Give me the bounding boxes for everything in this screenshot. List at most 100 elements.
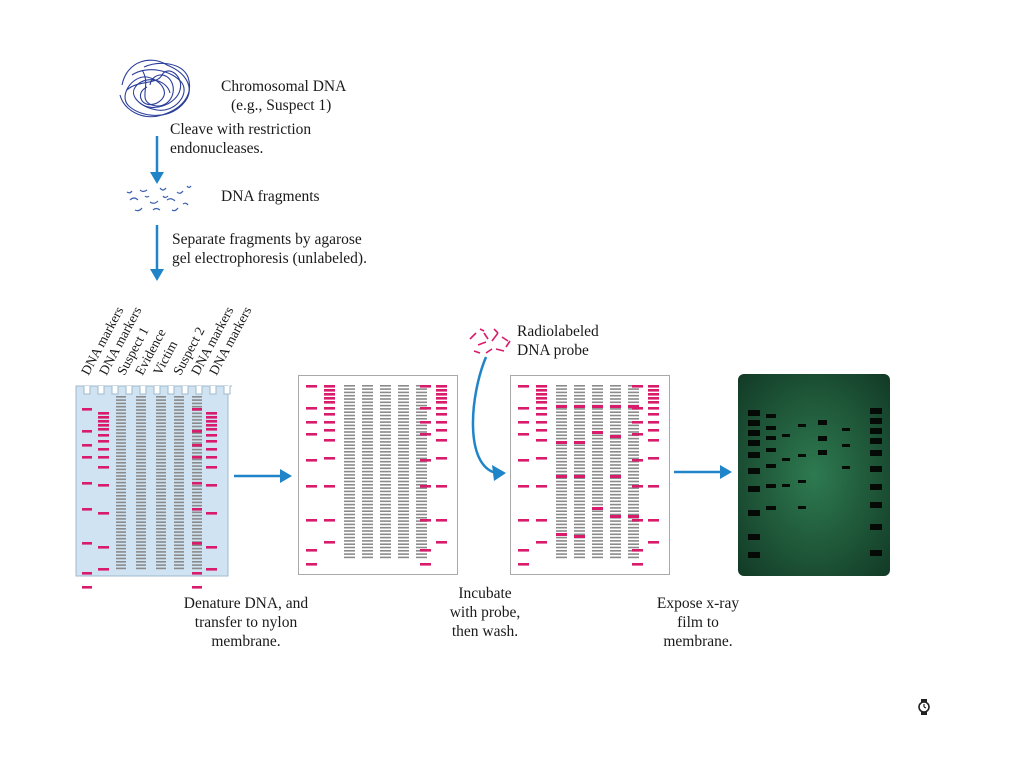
smear-line [416, 487, 427, 489]
smear-line [116, 429, 126, 431]
smear-line [136, 561, 146, 563]
smear-line [116, 465, 126, 467]
smear-line [628, 401, 639, 404]
smear-line [574, 490, 585, 493]
smear-line [136, 475, 146, 477]
smear-line [344, 414, 355, 417]
smear-line [398, 484, 409, 486]
smear-line [136, 518, 146, 520]
smear-line [416, 474, 427, 476]
smear-line [380, 484, 391, 486]
marker-band [306, 433, 317, 436]
smear-line [174, 491, 184, 494]
smear-line [192, 528, 202, 530]
smear-line [156, 442, 166, 444]
smear-line [574, 394, 585, 397]
smear-line [610, 546, 621, 549]
marker-band [632, 519, 643, 522]
smear-line [610, 536, 621, 539]
smear-line [628, 500, 639, 503]
smear-line [592, 510, 603, 512]
smear-line [362, 546, 373, 549]
smear-line [156, 541, 166, 543]
smear-line [628, 553, 639, 555]
smear-line [574, 520, 585, 522]
smear-line [174, 557, 184, 560]
smear-line [380, 464, 391, 466]
marker-band [324, 429, 335, 432]
smear-line [156, 468, 166, 471]
smear-line [592, 484, 603, 486]
smear-line [592, 490, 603, 493]
marker-band [192, 444, 202, 447]
marker-band [518, 433, 529, 436]
marker-band [536, 485, 547, 488]
xray-film-photo [738, 374, 890, 576]
marker-band [98, 440, 109, 443]
smear-line [174, 422, 184, 424]
smear-line [398, 434, 409, 437]
film-band [766, 436, 776, 440]
smear-line [174, 435, 184, 438]
smear-line [380, 451, 391, 453]
marker-band [648, 439, 659, 442]
smear-line [556, 408, 567, 410]
smear-line [380, 418, 391, 420]
smear-line [116, 567, 126, 570]
smear-line [380, 444, 391, 446]
smear-line [362, 503, 373, 506]
smear-line [192, 425, 202, 428]
smear-line [116, 422, 126, 424]
smear-line [574, 523, 585, 526]
smear-line [156, 409, 166, 411]
smear-line [192, 429, 202, 431]
smear-line [116, 514, 126, 517]
dna-fragments-icon [126, 185, 192, 212]
smear-line [136, 442, 146, 444]
smear-line [344, 526, 355, 529]
smear-line [344, 510, 355, 512]
smear-line [136, 422, 146, 424]
smear-line [628, 540, 639, 542]
smear-line [574, 460, 585, 463]
marker-band [82, 482, 92, 485]
smear-line [610, 457, 621, 460]
marker-band [632, 385, 643, 388]
smear-line [592, 487, 603, 489]
smear-line [610, 490, 621, 493]
smear-line [380, 391, 391, 394]
smear-line [174, 541, 184, 543]
smear-line [362, 556, 373, 559]
marker-band [206, 456, 217, 459]
smear-line [156, 481, 166, 484]
smear-line [610, 460, 621, 463]
smear-line [416, 490, 427, 493]
smear-line [628, 497, 639, 499]
smear-line [398, 398, 409, 400]
smear-line [592, 451, 603, 453]
smear-line [398, 540, 409, 542]
film-band [842, 466, 850, 469]
smear-line [380, 441, 391, 443]
smear-line [192, 468, 202, 471]
smear-line [628, 513, 639, 516]
smear-line [610, 487, 621, 489]
smear-line [192, 478, 202, 481]
smear-line [116, 425, 126, 428]
smear-line [136, 531, 146, 533]
smear-line [398, 437, 409, 440]
smear-line [136, 508, 146, 510]
smear-line [628, 388, 639, 390]
smear-line [628, 474, 639, 476]
marker-band [306, 549, 317, 552]
smear-line [156, 422, 166, 424]
smear-line [556, 540, 567, 542]
smear-line [380, 454, 391, 456]
smear-line [416, 460, 427, 463]
marker-band [420, 407, 431, 410]
smear-line [344, 553, 355, 555]
smear-line [398, 391, 409, 394]
smear-line [380, 427, 391, 430]
smear-line [156, 412, 166, 415]
smear-line [574, 424, 585, 427]
